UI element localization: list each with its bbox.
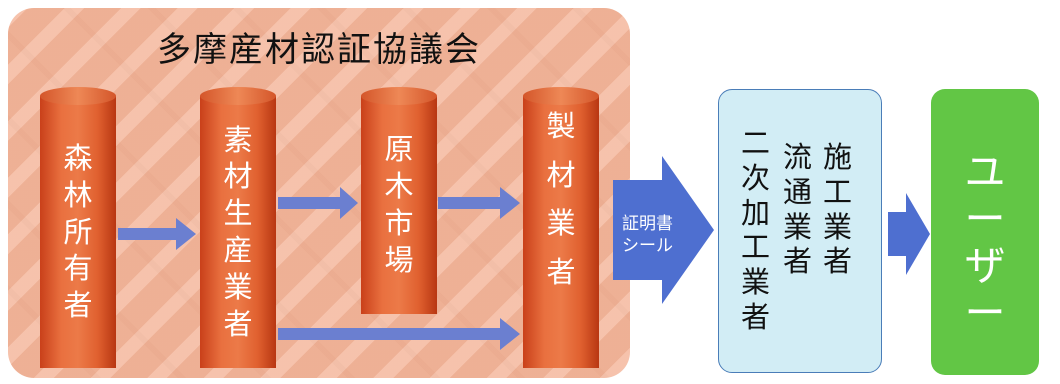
stage-log-market: 原 木 市 場	[361, 87, 437, 323]
processor-char: 者	[741, 299, 771, 334]
processor-char: 業	[741, 265, 771, 300]
stage-log-market-char: 原	[384, 132, 414, 167]
arrow-material-to-sawmill	[278, 318, 520, 350]
stage-sawmill-char: 材	[546, 157, 576, 192]
stage-log-market-char: 市	[384, 206, 414, 240]
processor-construction: 施 工 業 者	[823, 140, 852, 279]
processor-char: 工	[741, 230, 771, 265]
stage-log-market-char: 木	[384, 169, 414, 204]
arrow-market-to-sawmill	[438, 187, 520, 219]
stage-material-producer-char: 生	[223, 196, 253, 231]
processor-distribution: 流 通 業 者	[783, 140, 812, 279]
seal-label: 証明書 シール	[622, 213, 694, 257]
processor-char: 者	[823, 244, 853, 279]
processor-char: 業	[783, 209, 813, 244]
stage-sawmill-char: 者	[546, 255, 576, 290]
processor-char: 業	[823, 209, 853, 244]
arrow-material-to-market	[278, 187, 358, 219]
user-char: ユ	[964, 148, 1006, 196]
processor-char: 施	[823, 140, 853, 174]
stage-forest-owner-char: 有	[63, 251, 93, 286]
stage-forest-owner: 森 林 所 有 者	[40, 87, 116, 377]
stage-material-producer-char: 産	[223, 233, 253, 267]
stage-material-producer: 素 材 生 産 業 者	[200, 87, 276, 377]
council-title: 多摩産材認証協議会	[157, 30, 481, 70]
processor-char: 二	[741, 126, 771, 160]
processor-char: 加	[741, 195, 771, 230]
user-char: ー	[964, 195, 1006, 244]
stage-sawmill-char: 製	[546, 109, 576, 143]
processor-secondary: 二 次 加 工 業 者	[741, 126, 770, 335]
stage-log-market-char: 場	[384, 242, 414, 277]
stage-material-producer-char: 者	[223, 306, 253, 341]
processor-char: 流	[783, 140, 813, 174]
processor-char: 次	[741, 160, 771, 195]
arrow-forest-to-material	[118, 218, 196, 250]
seal-label-line: 証明書	[622, 214, 673, 234]
processor-char: 通	[783, 174, 813, 209]
seal-arrow-icon	[613, 156, 714, 304]
stage-forest-owner-char: 所	[63, 214, 93, 249]
arrow-processor-to-user	[888, 193, 930, 275]
stage-forest-owner-char: 森	[63, 140, 93, 175]
stage-material-producer-char: 素	[223, 122, 253, 157]
user-label: ユ ー ザ ー	[931, 148, 1039, 338]
stage-material-producer-char: 材	[223, 159, 253, 194]
user-char: ー	[964, 289, 1006, 338]
processor-char: 工	[823, 174, 853, 209]
processor-char: 者	[783, 244, 813, 279]
processor-box: 施 工 業 者 流 通 業 者 二 次 加 工 業 者	[718, 89, 882, 373]
stage-forest-owner-char: 林	[63, 177, 93, 212]
seal-label-line: シール	[622, 236, 673, 256]
stage-forest-owner-char: 者	[63, 288, 93, 323]
stage-sawmill-char: 業	[546, 206, 576, 241]
user-box: ユ ー ザ ー	[931, 89, 1039, 375]
stage-material-producer-char: 業	[223, 269, 253, 304]
user-char: ザ	[964, 242, 1006, 291]
stage-sawmill: 製 材 業 者	[523, 87, 599, 377]
